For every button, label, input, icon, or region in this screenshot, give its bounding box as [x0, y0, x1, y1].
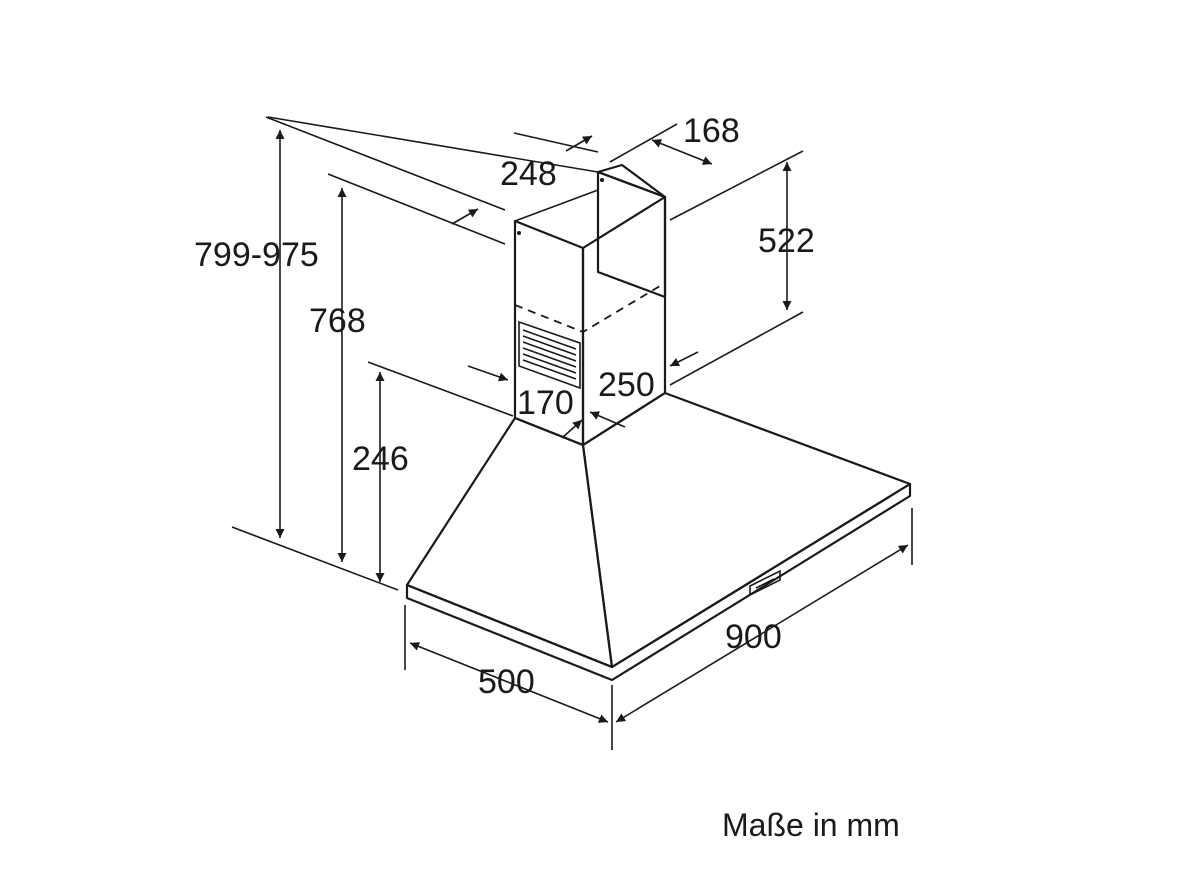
label-248: 248 — [500, 155, 557, 193]
upper-chimney-side — [596, 163, 667, 199]
dimension-labels: 799-975 768 246 248 168 522 250 170 900 … — [194, 112, 815, 701]
dim-arrow-250-b — [669, 351, 699, 367]
dimension-lines — [275, 130, 909, 723]
dim-arrow-170-b — [561, 419, 583, 439]
dim-arrow-248-a — [565, 135, 593, 152]
label-900: 900 — [725, 618, 782, 656]
units-caption: Maße in mm — [722, 807, 900, 843]
hood-rim — [405, 482, 912, 682]
hood-outline — [405, 163, 912, 682]
dim-line-500 — [409, 642, 609, 723]
outer-chimney-right-face — [581, 195, 667, 447]
hidden-edge-dashed — [514, 282, 666, 334]
dim-arrow-250-a — [589, 411, 626, 428]
dim-arrow-248-b — [451, 208, 479, 225]
extension-lines — [231, 116, 913, 750]
label-168: 168 — [683, 112, 740, 150]
label-170: 170 — [517, 384, 574, 422]
dim-line-900 — [615, 544, 909, 723]
vent-grille — [518, 320, 581, 390]
label-768: 768 — [309, 302, 366, 340]
dim-line-168 — [651, 139, 713, 165]
label-246: 246 — [352, 440, 409, 478]
label-250: 250 — [598, 366, 655, 404]
dim-arrow-170-a — [467, 365, 509, 382]
label-500: 500 — [478, 663, 535, 701]
label-799-975: 799-975 — [194, 236, 319, 274]
label-522: 522 — [758, 222, 815, 260]
canopy-left-face — [405, 416, 614, 669]
